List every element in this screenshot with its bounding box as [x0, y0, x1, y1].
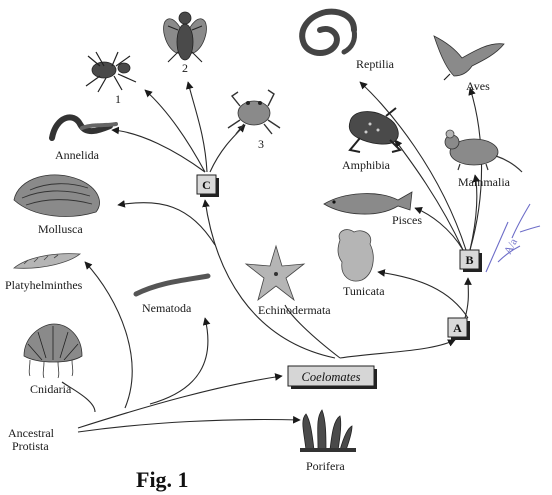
frog-illustration: [349, 108, 400, 152]
branch-coelomates-to-a: [340, 340, 455, 358]
coelomates-box: Coelomates: [288, 366, 377, 389]
branch-group-1: [145, 90, 205, 172]
box-a-label: A: [453, 321, 462, 335]
bird-illustration: [434, 36, 504, 80]
box-b-label: B: [465, 253, 473, 267]
coelomates-label: Coelomates: [301, 370, 360, 384]
flatworm-illustration: [14, 254, 80, 269]
porifera-label: Porifera: [306, 459, 345, 473]
cnidaria-label: Cnidaria: [30, 382, 72, 396]
mouse-illustration: [445, 130, 522, 172]
branch-platyhelminthes: [85, 262, 132, 408]
tunicate-illustration: [338, 230, 373, 281]
annelida-label: Annelida: [55, 148, 100, 162]
tunicata-label: Tunicata: [343, 284, 385, 298]
mollusca-label: Mollusca: [38, 222, 83, 236]
starfish-illustration: [246, 246, 304, 300]
roundworm-illustration: [136, 276, 208, 294]
branch-coelomates: [78, 376, 282, 428]
reptilia-label: Reptilia: [356, 57, 395, 71]
handwritten-annotation: A/a: [486, 204, 540, 272]
group-2-label: 2: [182, 61, 188, 75]
branch-tunicata: [378, 272, 468, 318]
group-1-label: 1: [115, 92, 121, 106]
jellyfish-illustration: [24, 324, 82, 378]
branch-pisces: [415, 208, 463, 250]
branch-aves: [470, 88, 482, 250]
aves-label: Aves: [466, 79, 490, 93]
group-3-label: 3: [258, 137, 264, 151]
snake-illustration: [302, 12, 354, 53]
ancestral-protista-label-line2: Protista: [12, 439, 49, 453]
box-b: B: [460, 250, 482, 272]
sponge-illustration: [300, 410, 356, 452]
crab-illustration: [228, 90, 280, 134]
nematoda-label: Nematoda: [142, 301, 192, 315]
box-a: A: [448, 318, 470, 340]
branch-annelida: [112, 130, 205, 172]
echinodermata-label: Echinodermata: [258, 303, 331, 317]
branch-porifera: [78, 420, 300, 433]
branch-mollusca: [118, 203, 215, 245]
fish-illustration: [324, 192, 412, 214]
platyhelminthes-label: Platyhelminthes: [5, 278, 83, 292]
branch-group-3: [210, 125, 245, 172]
branch-nematoda: [150, 318, 208, 404]
fly-illustration: [159, 12, 210, 62]
mammalia-label: Mammalia: [458, 175, 511, 189]
annelid-worm-illustration: [52, 117, 116, 138]
annotation-text: A/a: [502, 237, 520, 257]
ancestral-protista-label-line1: Ancestral: [8, 426, 55, 440]
spider-illustration: [86, 52, 136, 92]
box-c: C: [197, 175, 219, 197]
mollusc-shell-illustration: [14, 175, 99, 217]
tree-branches: [62, 82, 482, 432]
box-c-label: C: [202, 178, 211, 192]
branch-a-to-b: [465, 278, 468, 318]
amphibia-label: Amphibia: [342, 158, 391, 172]
pisces-label: Pisces: [392, 213, 422, 227]
figure-caption: Fig. 1: [136, 467, 189, 492]
